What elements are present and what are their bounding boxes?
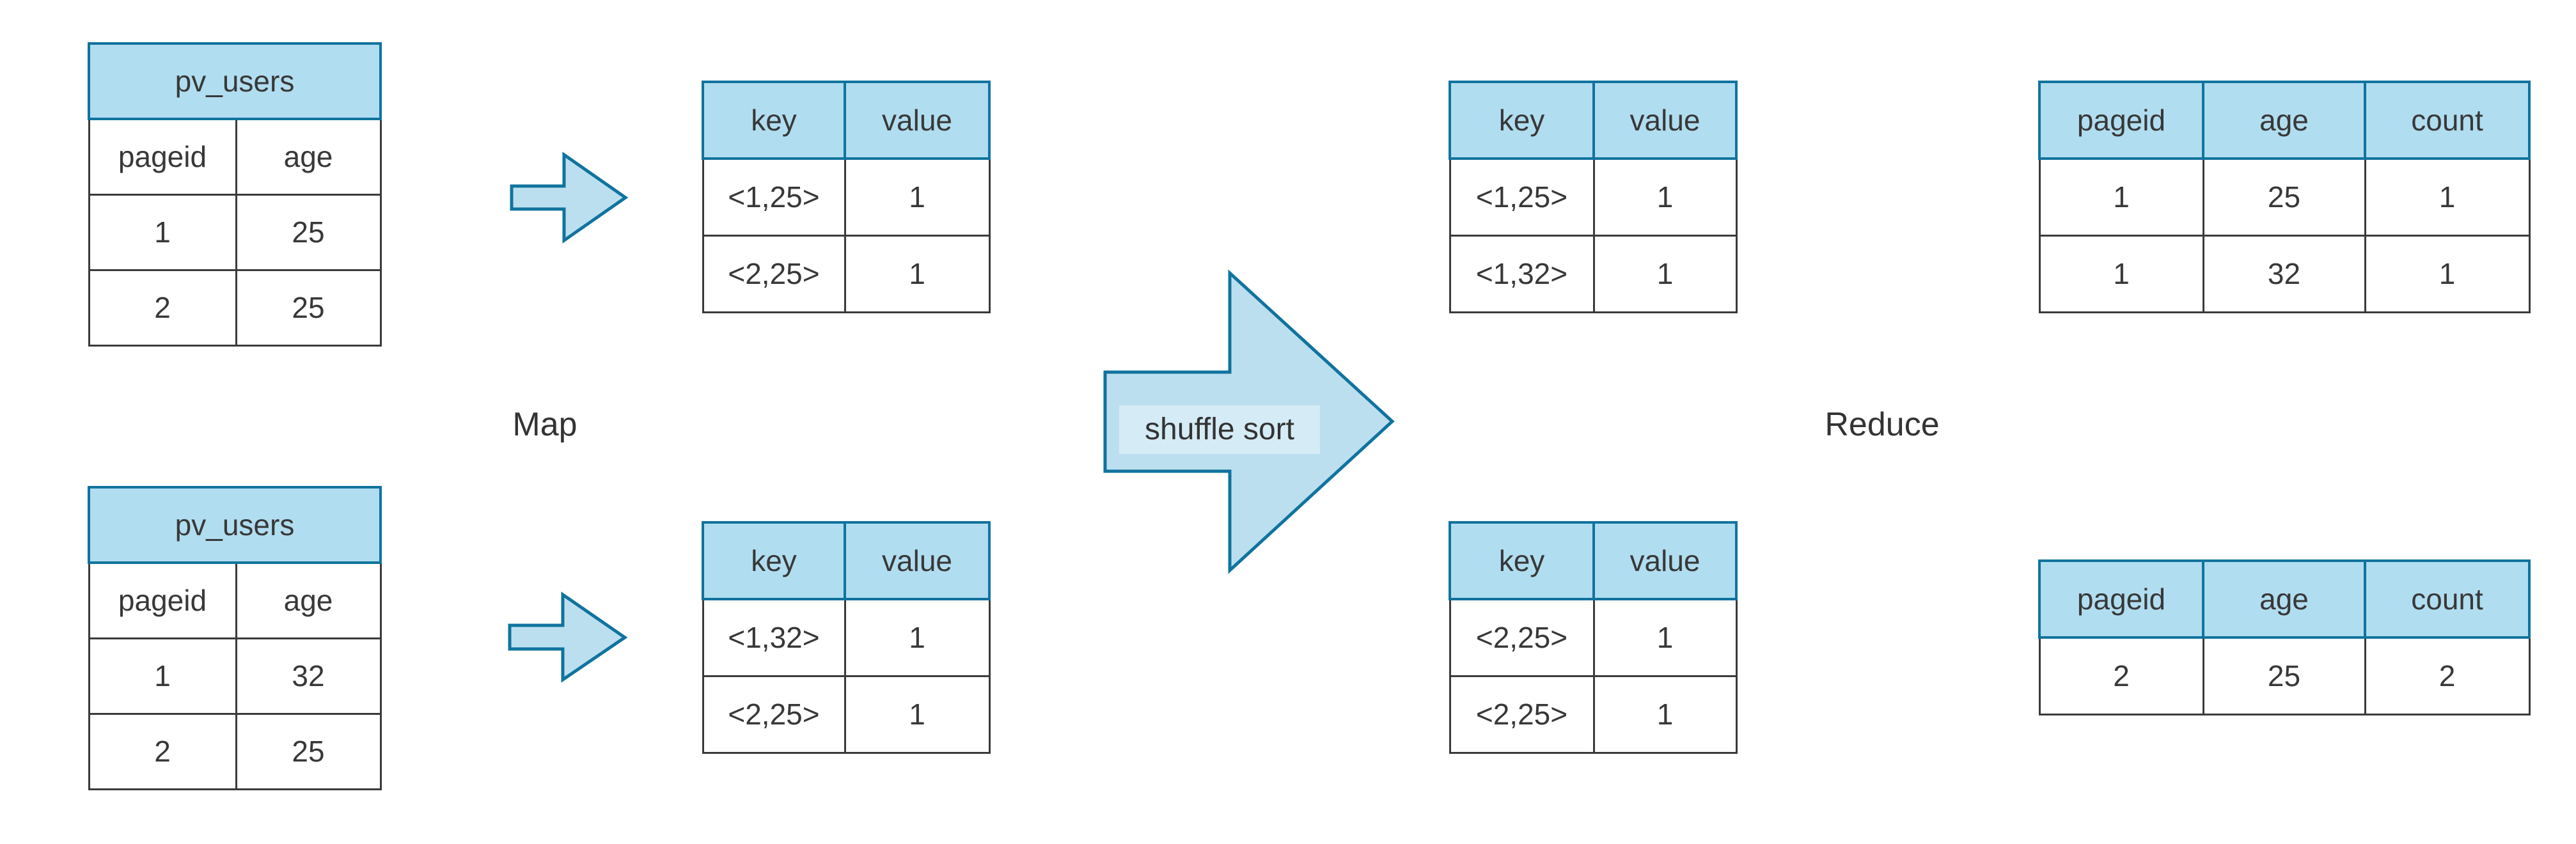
data-cell: <1,32> <box>702 598 846 677</box>
shuffle-output-table-2: key value <2,25> 1 <2,25> 1 <box>1449 521 1738 754</box>
data-cell: 1 <box>844 234 991 313</box>
column-header: pageid <box>88 118 237 196</box>
data-cell: 32 <box>2202 234 2366 313</box>
column-header: age <box>2202 559 2366 639</box>
data-cell: 25 <box>2202 157 2366 237</box>
column-header: pageid <box>2038 81 2204 160</box>
data-cell: 1 <box>1592 675 1738 754</box>
data-cell: 1 <box>2364 157 2531 237</box>
data-cell: 1 <box>88 637 237 715</box>
data-cell: <1,32> <box>1449 234 1595 313</box>
column-header: value <box>1592 521 1738 600</box>
map-label: Map <box>512 406 577 443</box>
column-header: value <box>844 81 991 160</box>
column-header: count <box>2364 81 2531 160</box>
data-cell: 2 <box>2038 636 2204 715</box>
column-header: key <box>702 521 846 600</box>
data-cell: <2,25> <box>702 675 846 754</box>
data-cell: 2 <box>2364 636 2531 715</box>
column-header: age <box>235 561 382 639</box>
data-cell: 1 <box>2038 234 2204 313</box>
reduce-output-table-2: pageid age count 2 25 2 <box>2038 559 2531 715</box>
column-header: key <box>1449 521 1595 600</box>
data-cell: 1 <box>844 675 991 754</box>
column-header: key <box>1449 81 1595 160</box>
data-cell: 25 <box>235 269 382 347</box>
shuffle-sort-label: shuffle sort <box>1119 405 1320 454</box>
data-cell: <2,25> <box>1449 598 1595 677</box>
column-header: age <box>235 118 382 196</box>
data-cell: <2,25> <box>1449 675 1595 754</box>
data-cell: 1 <box>1592 598 1738 677</box>
map-output-table-1: key value <1,25> 1 <2,25> 1 <box>702 81 991 313</box>
map-output-table-2: key value <1,32> 1 <2,25> 1 <box>702 521 991 754</box>
column-header: pageid <box>88 561 237 639</box>
data-cell: 1 <box>2038 157 2204 237</box>
data-cell: 1 <box>2364 234 2531 313</box>
source-table-1: pv_users pageid age 1 25 2 25 <box>88 42 382 347</box>
column-header: value <box>1592 81 1738 160</box>
data-cell: 2 <box>88 269 237 347</box>
column-header: key <box>702 81 846 160</box>
data-cell: 2 <box>88 712 237 790</box>
source-table-2: pv_users pageid age 1 32 2 25 <box>88 486 382 790</box>
data-cell: 25 <box>235 193 382 271</box>
shuffle-sort-arrow-icon <box>1103 269 1395 574</box>
data-cell: 1 <box>844 157 991 237</box>
column-header: age <box>2202 81 2366 160</box>
data-cell: <1,25> <box>1449 157 1595 237</box>
data-cell: 1 <box>844 598 991 677</box>
reduce-label: Reduce <box>1825 406 1940 443</box>
shuffle-output-table-1: key value <1,25> 1 <1,32> 1 <box>1449 81 1738 313</box>
table-title: pv_users <box>88 42 382 120</box>
data-cell: 25 <box>2202 636 2366 715</box>
column-header: value <box>844 521 991 600</box>
column-header: count <box>2364 559 2531 639</box>
data-cell: 1 <box>1592 234 1738 313</box>
data-cell: 32 <box>235 637 382 715</box>
reduce-output-table-1: pageid age count 1 25 1 1 32 1 <box>2038 81 2531 313</box>
table-title: pv_users <box>88 486 382 564</box>
data-cell: 1 <box>88 193 237 271</box>
map-arrow-bottom-icon <box>508 591 628 683</box>
data-cell: 25 <box>235 712 382 790</box>
map-arrow-top-icon <box>510 152 629 244</box>
data-cell: <1,25> <box>702 157 846 237</box>
data-cell: <2,25> <box>702 234 846 313</box>
column-header: pageid <box>2038 559 2204 639</box>
data-cell: 1 <box>1592 157 1738 237</box>
